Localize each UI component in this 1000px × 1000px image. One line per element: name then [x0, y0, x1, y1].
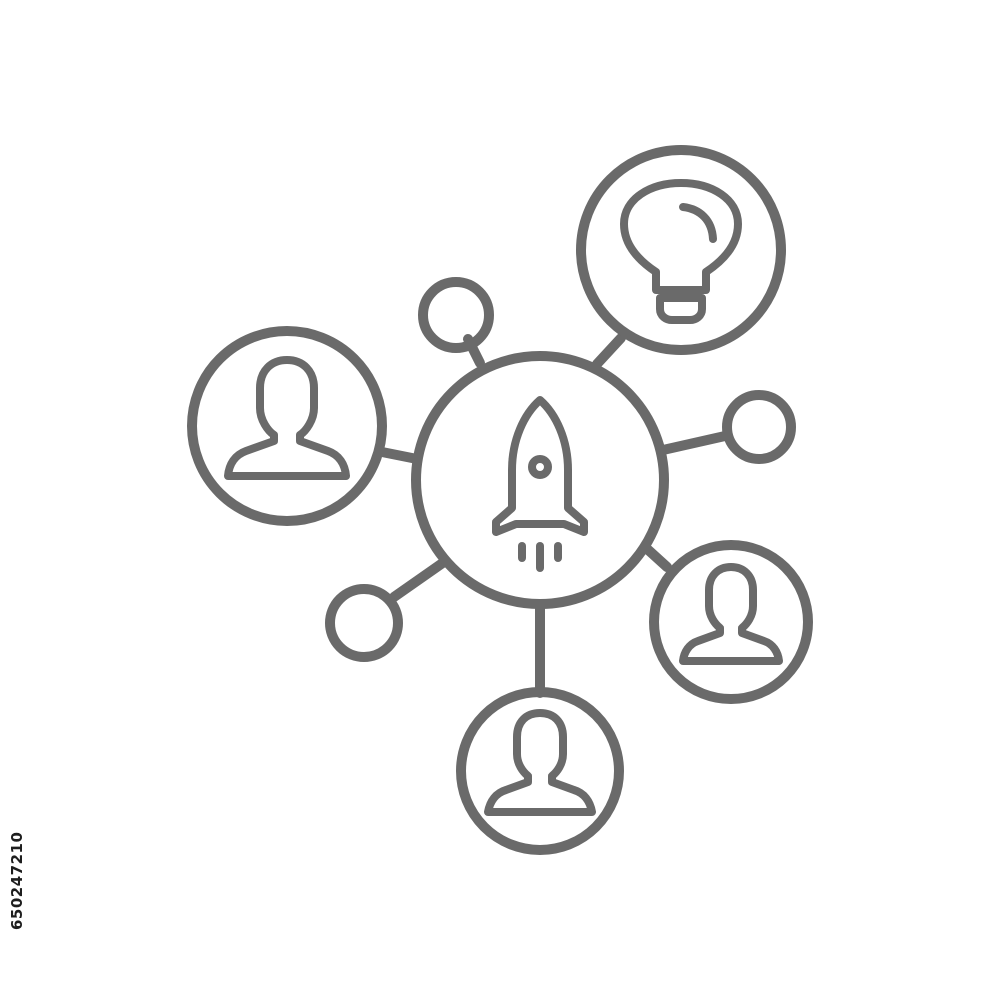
hub-circle — [411, 351, 669, 609]
empty-node-top — [418, 277, 494, 353]
connector-right-person — [640, 542, 672, 572]
person-icon — [224, 356, 350, 480]
connector-right-small — [658, 431, 730, 455]
person-node-bottom-circle — [456, 687, 624, 855]
lightbulb-node-circle — [576, 145, 786, 355]
image-id-watermark: 650247210 — [8, 831, 26, 930]
empty-node-bottom-left — [325, 584, 403, 662]
person-node-bottom — [456, 687, 624, 855]
rocket-hub — [411, 351, 669, 609]
connector-lightbulb — [592, 333, 626, 369]
person-node-left — [187, 326, 387, 526]
connector-left-person — [377, 447, 422, 464]
person-node-right — [649, 540, 813, 704]
lightbulb-icon — [620, 179, 742, 324]
person-icon — [484, 709, 596, 816]
person-node-right-circle — [649, 540, 813, 704]
lightbulb-node — [576, 145, 786, 355]
person-node-left-circle — [187, 326, 387, 526]
empty-node-right — [722, 390, 796, 464]
connector-bottom-left-small — [389, 557, 449, 602]
person-icon — [679, 563, 783, 665]
connector-lines — [377, 333, 730, 698]
rocket-icon — [492, 396, 588, 572]
